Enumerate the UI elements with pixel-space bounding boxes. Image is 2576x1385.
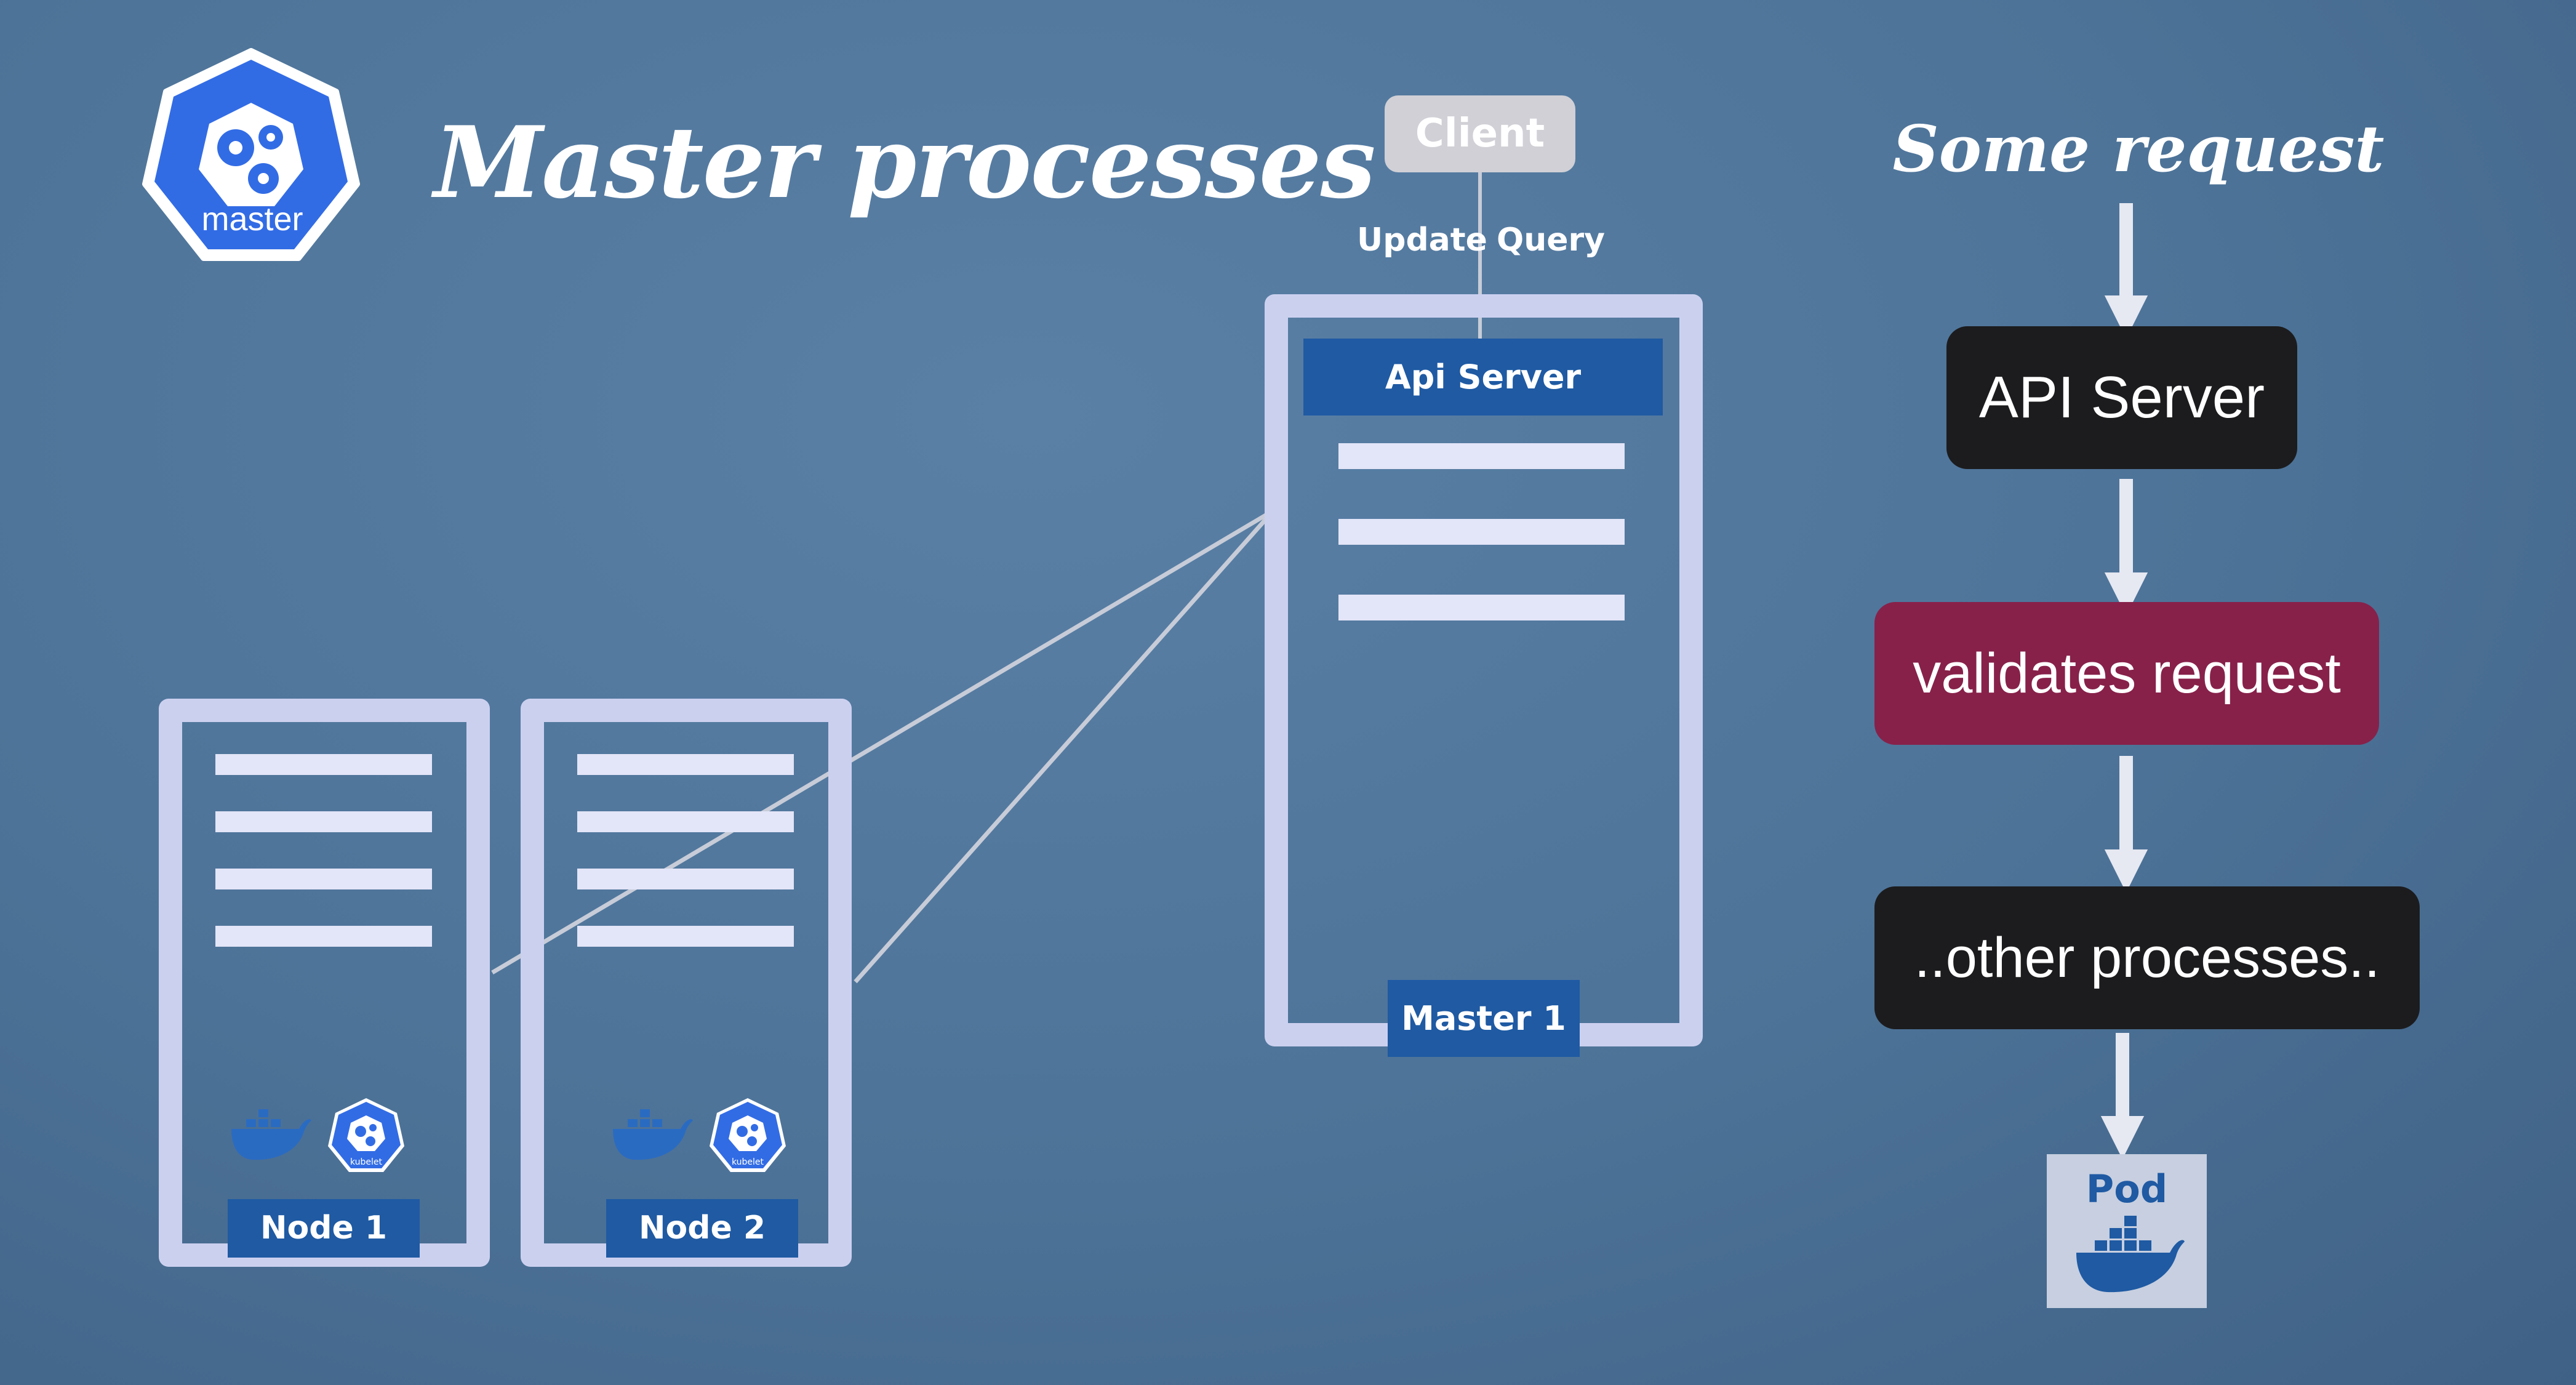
master-process-bar: [1338, 595, 1625, 620]
master-process-bar: [1338, 443, 1625, 469]
docker-whale-icon: [2076, 1216, 2185, 1293]
node-process-bar: [577, 869, 794, 889]
flow-heading: Some request: [1892, 111, 2385, 187]
kubelet-label: kubelet: [350, 1157, 383, 1167]
flow-step-validates-request: validates request: [1874, 602, 2379, 745]
client-box: Client: [1385, 95, 1575, 172]
kubelet-label: kubelet: [732, 1157, 764, 1167]
node-process-bar: [577, 926, 794, 947]
worker-node-frame: [159, 699, 490, 1267]
node-process-bar: [577, 811, 794, 832]
node-process-bar: [215, 869, 432, 889]
query-label: Query: [1497, 222, 1606, 259]
node-name-tag: Node 2: [606, 1199, 798, 1258]
kubelet-icon: kubelet: [710, 1098, 786, 1172]
node2-to-master-line: [854, 515, 1270, 984]
master-logo-label: master: [201, 201, 303, 238]
page-title: Master processes: [434, 105, 1376, 220]
docker-whale-icon: [231, 1109, 311, 1160]
worker-node-frame: [521, 699, 852, 1267]
pod-box: Pod: [2047, 1154, 2207, 1308]
pod-label: Pod: [2086, 1166, 2168, 1211]
update-label: Update: [1357, 222, 1487, 259]
node-process-bar: [215, 926, 432, 947]
node1-to-master-line: [491, 512, 1269, 975]
node-process-bar: [215, 811, 432, 832]
master-name-tag: Master 1: [1388, 980, 1580, 1057]
node-process-bar: [215, 754, 432, 775]
docker-whale-icon: [613, 1109, 693, 1160]
master-process-bar: [1338, 519, 1625, 545]
node-process-bar: [577, 754, 794, 775]
flow-step-other-processes: ..other processes..: [1874, 886, 2420, 1029]
kubernetes-master-logo-icon: [142, 48, 360, 261]
api-server-tag: Api Server: [1303, 339, 1663, 416]
flow-step-api-server: API Server: [1946, 326, 2297, 469]
node-name-tag: Node 1: [228, 1199, 420, 1258]
kubelet-icon: kubelet: [328, 1098, 404, 1172]
